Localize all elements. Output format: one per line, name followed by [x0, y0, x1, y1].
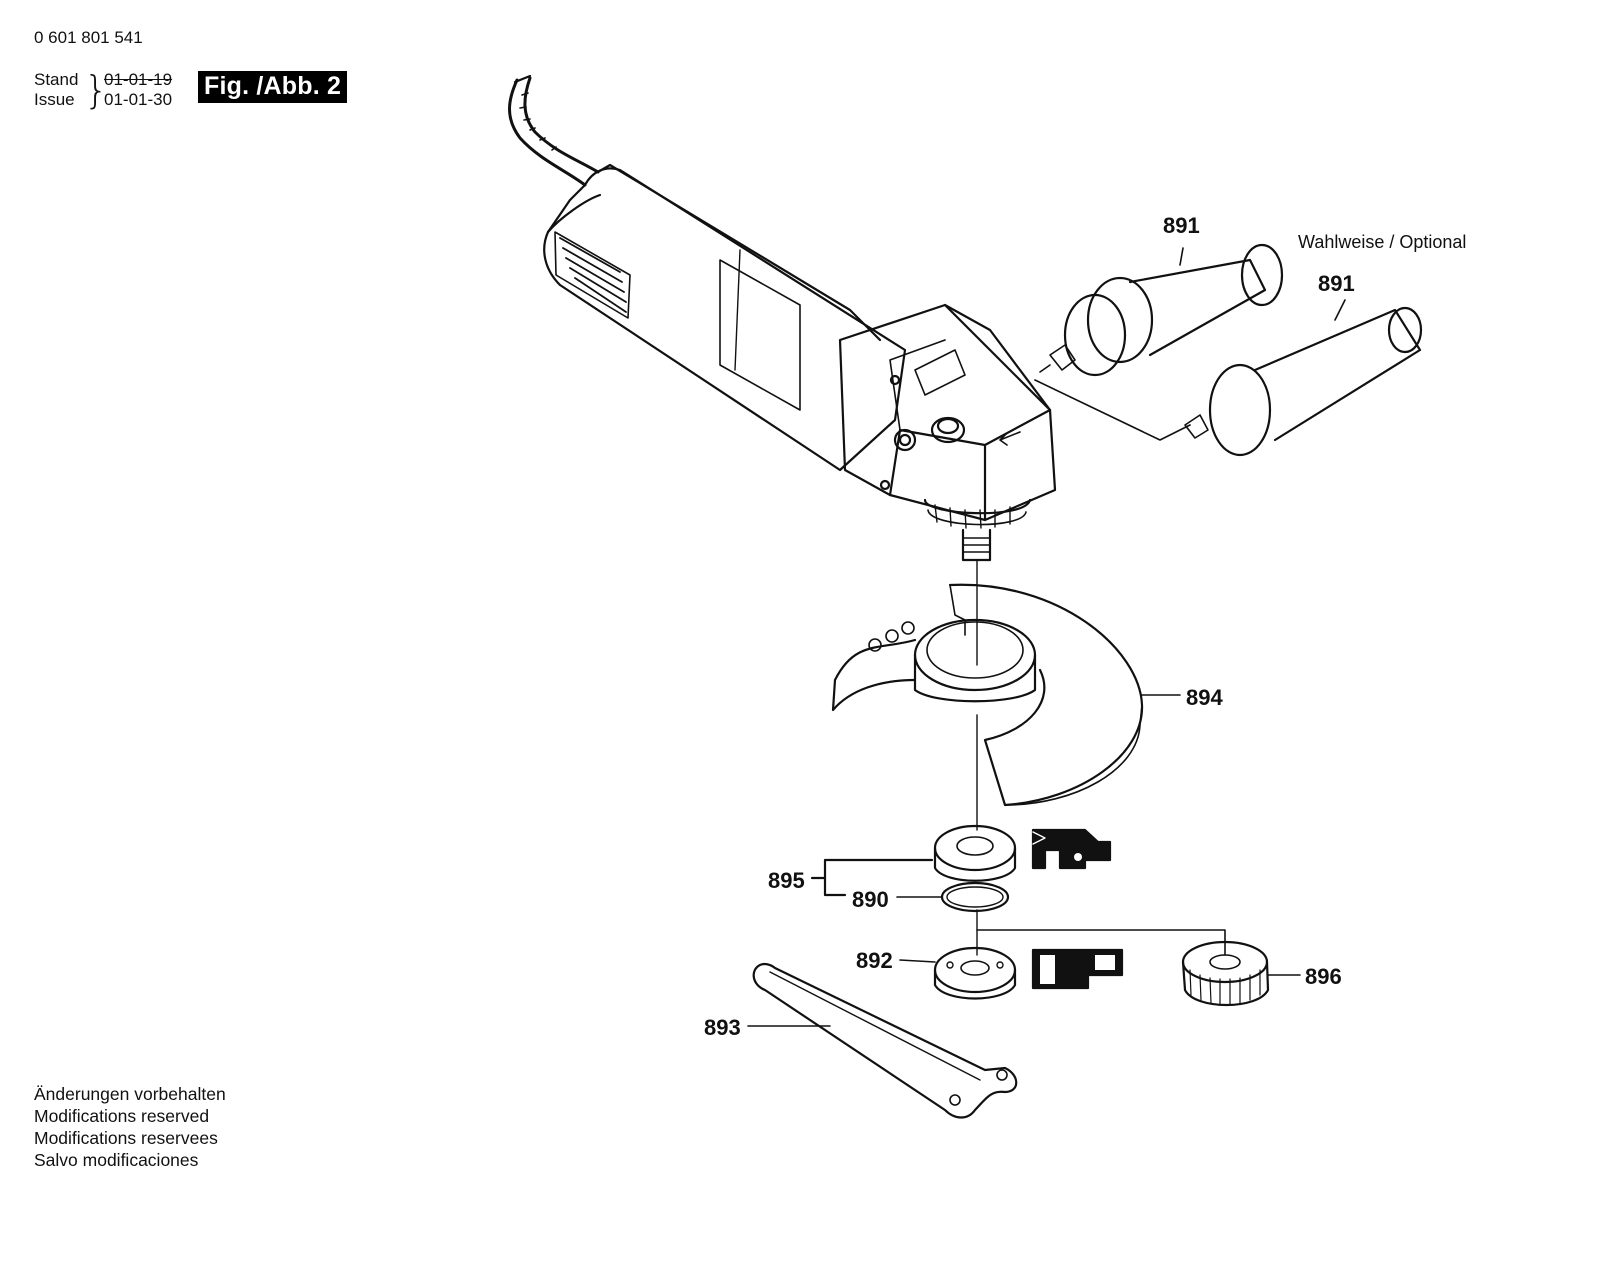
flange-section-icon: [1031, 828, 1112, 870]
clamping-nut: [899, 946, 1017, 1000]
note-fr: Modifications reservees: [34, 1128, 218, 1148]
handle-leader-line: [1034, 379, 1191, 441]
nut-section-icon: [1031, 948, 1124, 990]
quick-clamping-nut: [1181, 940, 1301, 1006]
bracket-895: [823, 858, 934, 897]
figure-label: Fig. /Abb. 2: [198, 71, 348, 103]
callout-892: 892: [856, 948, 893, 973]
two-pin-spanner: [747, 962, 1018, 1119]
note-de: Änderungen vorbehalten: [34, 1084, 226, 1104]
callout-890: 890: [852, 887, 889, 912]
nut-leader-line: [976, 929, 1226, 956]
callout-894: 894: [1186, 685, 1223, 710]
current-date: 01-01-30: [104, 90, 173, 109]
callout-891-top: 891: [1163, 213, 1200, 238]
brace-icon: }: [84, 68, 109, 112]
optional-note: Wahlweise / Optional: [1298, 232, 1467, 252]
stand-label: Stand: [34, 70, 79, 89]
note-en: Modifications reserved: [34, 1106, 210, 1126]
callout-896: 896: [1305, 964, 1342, 989]
mounting-flange: [933, 824, 1017, 882]
callout-895: 895: [768, 868, 805, 893]
superseded-date: 01-01-19: [104, 70, 173, 89]
grinder-body: [543, 163, 1057, 562]
auxiliary-handle-bottom: [1184, 299, 1423, 457]
issue-label: Issue: [34, 90, 75, 109]
callout-893: 893: [704, 1015, 741, 1040]
power-cord: [508, 74, 600, 187]
part-number: 0 601 801 541: [34, 28, 143, 47]
callout-891-bottom: 891: [1318, 271, 1355, 296]
wheel-guard: [831, 583, 1181, 807]
auxiliary-handle-top: [1049, 243, 1284, 377]
note-es: Salvo modificaciones: [34, 1150, 199, 1170]
modification-notes: Änderungen vorbehalten Modifications res…: [34, 1083, 226, 1171]
